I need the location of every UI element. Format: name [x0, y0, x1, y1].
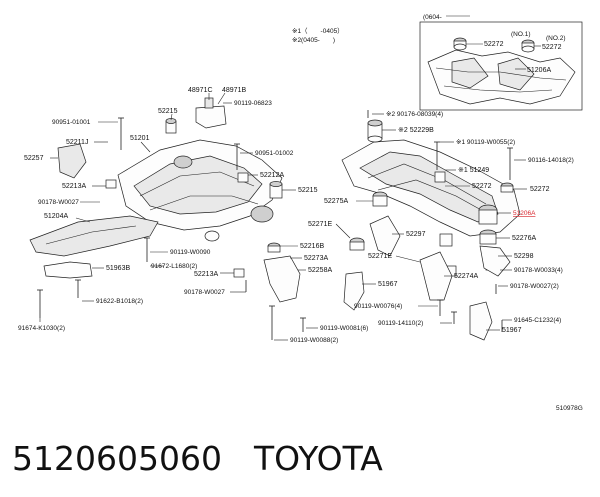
label-90119-06823: 90119-06823	[234, 100, 272, 107]
inset-panel: (0604- (NO.1) (NO.2) 52272 52272 51206A	[419, 14, 583, 111]
label-90178-w0033: 90178-W0033(4)	[514, 267, 563, 274]
label-91645-c1232: 91645-C1232(4)	[514, 317, 561, 324]
note-2: ※2(0405- )	[292, 37, 335, 44]
label-90178-w0027-left: 90178-W0027	[38, 199, 79, 206]
label-52271e-left: 52271E	[308, 221, 332, 228]
label-52273a: 52273A	[304, 255, 328, 262]
label-52272-a: 52272	[472, 183, 492, 190]
label-91672-l1680: 91672-L1680(2)	[151, 263, 197, 270]
label-52215-mid: 52215	[298, 187, 318, 194]
label-91674-k1030: 91674-K1030(2)	[18, 325, 65, 332]
label-48971c: 48971C	[188, 87, 213, 94]
label-51967-left: 51967	[378, 281, 398, 288]
part-number: 5120605060	[12, 439, 222, 478]
inset-part-51206a: 51206A	[527, 67, 551, 74]
label-52211j: 52211J	[66, 139, 88, 146]
right-subframe-drawing	[341, 110, 521, 341]
label-90951-01002: 90951-01002	[255, 150, 294, 157]
label-52212a: 52212A	[260, 172, 284, 179]
label-90119-w0081: 90119-W0081(6)	[320, 325, 368, 332]
brand-name: TOYOTA	[253, 439, 383, 478]
label-90178-w0027-right: 90178-W0027(2)	[510, 283, 559, 290]
label-90119-w0088: 90119-W0088(2)	[290, 337, 338, 344]
label-51204a: 51204A	[44, 213, 68, 220]
label-90951-01001: 90951-01001	[52, 119, 91, 126]
part-caption: 5120605060 TOYOTA	[12, 434, 415, 484]
inset-part-52272-a: 52272	[484, 41, 504, 48]
label-52213a-mid: 52213A	[194, 271, 218, 278]
diagram-ref-code: 510978G	[556, 405, 583, 412]
label-52275a: 52275A	[324, 198, 348, 205]
label-52272-b: 52272	[530, 186, 550, 193]
label-90119-14110: 90119-14110(2)	[378, 320, 423, 327]
label-51963b: 51963B	[106, 265, 130, 272]
inset-part-52272-b: 52272	[542, 44, 562, 51]
inset-sub-label-1: (NO.1)	[511, 31, 531, 38]
leader-lines	[39, 92, 527, 341]
label-52297: 52297	[406, 231, 426, 238]
label-52274a: 52274A	[454, 273, 478, 280]
note-1: ※1（ -0405）	[292, 27, 344, 35]
label-91622-b1018: 91622-B1018(2)	[96, 298, 143, 305]
label-51967-right: 51967	[502, 327, 522, 334]
label-52229b: ※2 52229B	[398, 127, 434, 134]
label-52276a: 52276A	[512, 235, 536, 242]
label-90178-w0027-mid: 90178-W0027	[184, 289, 225, 296]
label-52215-top: 52215	[158, 108, 178, 115]
label-52298: 52298	[514, 253, 534, 260]
label-52257: 52257	[24, 155, 44, 162]
inset-sub-label-2: (NO.2)	[546, 35, 566, 42]
label-90176-08039: ※2 90176-08039(4)	[386, 111, 443, 118]
label-52216b: 52216B	[300, 243, 324, 250]
label-48971b: 48971B	[222, 87, 246, 94]
label-52258a: 52258A	[308, 267, 332, 274]
label-90119-w0076: 90119-W0076(4)	[354, 303, 402, 310]
left-subframe-drawing	[29, 97, 306, 340]
label-51206a-highlight[interactable]: 51206A	[513, 210, 536, 217]
label-90119-w0090: 90119-W0090	[170, 249, 211, 256]
label-90119-w0055: ※1 90119-W0055(2)	[456, 139, 515, 146]
part-labels: 48971C 48971B 90119-06823 52215 90951-01…	[18, 87, 583, 412]
label-52271e-right: 52271E	[368, 253, 392, 260]
label-51201: 51201	[130, 135, 150, 142]
label-90116-14018: 90116-14018(2)	[528, 157, 574, 164]
label-52213a-left: 52213A	[62, 183, 86, 190]
parts-diagram: (0604- (NO.1) (NO.2) 52272 52272 51206A …	[18, 14, 583, 412]
label-51249: ※1 51249	[458, 167, 489, 174]
inset-date-code: (0604-	[423, 14, 442, 21]
